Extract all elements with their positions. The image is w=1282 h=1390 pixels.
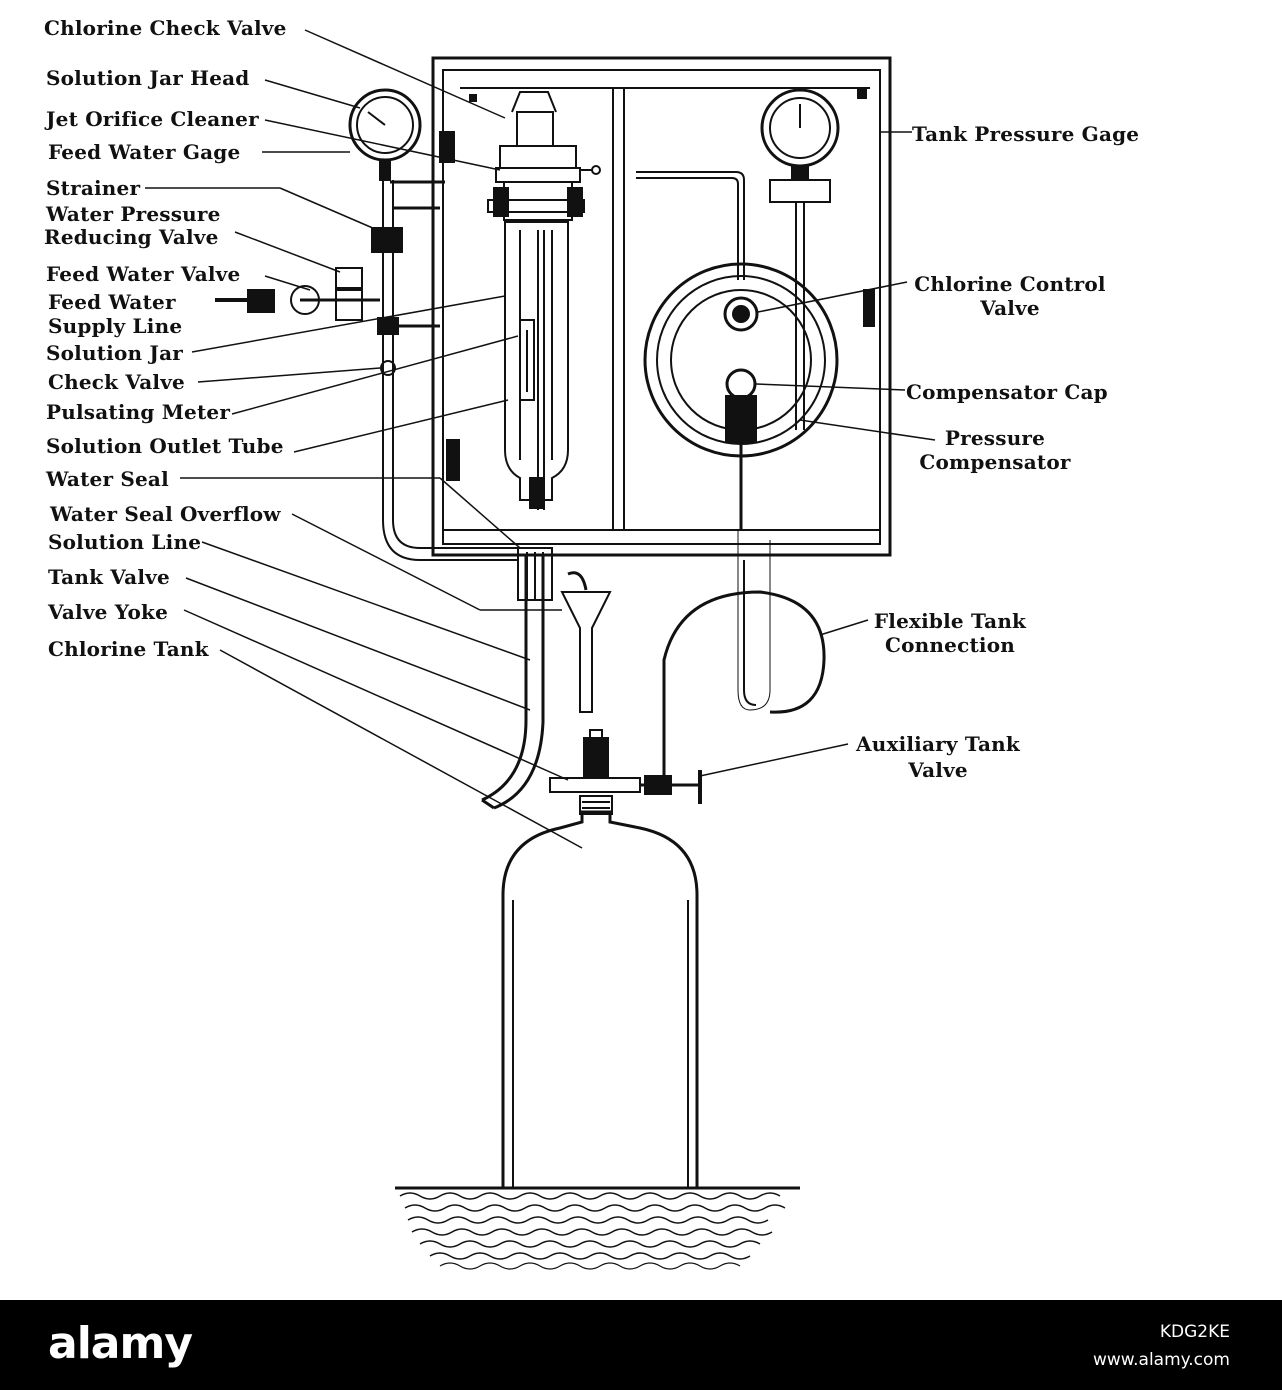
solution-jar — [487, 91, 601, 510]
label-check-valve: Check Valve — [48, 370, 185, 394]
label-valve-yoke: Valve Yoke — [48, 600, 169, 624]
label-flexible-tank-connection-line2: Connection — [885, 633, 1015, 657]
chlorinator-drawing — [145, 29, 936, 1270]
watermark-footer: alamy KDG2KE www.alamy.com — [0, 1300, 1282, 1390]
label-chlorine-check-valve: Chlorine Check Valve — [44, 16, 287, 40]
site-url: www.alamy.com — [1092, 1350, 1230, 1370]
label-chlorine-control-valve-line1: Chlorine Control — [914, 272, 1106, 296]
label-pressure-compensator-line1: Pressure — [944, 426, 1046, 450]
feed-water-piping — [215, 88, 518, 561]
pressure-compensator — [636, 88, 840, 755]
label-auxiliary-tank-valve-line1: Auxiliary Tank — [856, 732, 1020, 756]
label-flexible-tank-connection-line1: Flexible Tank — [873, 609, 1027, 633]
chlorine-tank — [501, 795, 699, 1188]
label-tank-valve: Tank Valve — [48, 565, 170, 589]
label-chlorine-control-valve-line2: Valve — [980, 296, 1040, 320]
brand-logo: alamy — [48, 1318, 193, 1369]
image-id: KDG2KE — [1159, 1322, 1230, 1342]
label-auxiliary-tank-valve-line2: Valve — [908, 758, 968, 782]
tank-valve-assembly — [549, 729, 702, 804]
water-seal-block — [517, 547, 553, 601]
diagram: Chlorine Check Valve Solution Jar Head J… — [44, 16, 1140, 1270]
label-chlorine-tank: Chlorine Tank — [48, 637, 209, 661]
label-jet-orifice-cleaner: Jet Orifice Cleaner — [46, 107, 259, 131]
label-tank-pressure-gage: Tank Pressure Gage — [912, 122, 1140, 146]
leader-lines — [145, 29, 936, 849]
label-strainer: Strainer — [46, 176, 141, 200]
cabinet — [431, 56, 892, 557]
label-solution-jar: Solution Jar — [46, 341, 183, 365]
ground — [395, 1186, 800, 1270]
label-solution-outlet-tube: Solution Outlet Tube — [46, 434, 284, 458]
label-feed-water-supply-line-line2: Supply Line — [48, 314, 183, 338]
overflow-funnel — [560, 571, 612, 713]
label-feed-water-valve: Feed Water Valve — [46, 262, 241, 286]
solution-hose — [481, 555, 545, 810]
label-solution-line: Solution Line — [48, 530, 202, 554]
label-feed-water-gage: Feed Water Gage — [48, 140, 241, 164]
label-solution-jar-head: Solution Jar Head — [46, 66, 250, 90]
label-pulsating-meter: Pulsating Meter — [46, 400, 231, 424]
label-compensator-cap: Compensator Cap — [906, 380, 1108, 404]
label-water-seal: Water Seal — [46, 467, 169, 491]
label-water-pressure-reducing-valve-line2: Reducing Valve — [44, 225, 219, 249]
label-feed-water-supply-line-line1: Feed Water — [48, 290, 176, 314]
label-pressure-compensator-line2: Compensator — [919, 450, 1071, 474]
label-water-seal-overflow: Water Seal Overflow — [50, 502, 281, 526]
label-water-pressure-reducing-valve-line1: Water Pressure — [46, 202, 221, 226]
